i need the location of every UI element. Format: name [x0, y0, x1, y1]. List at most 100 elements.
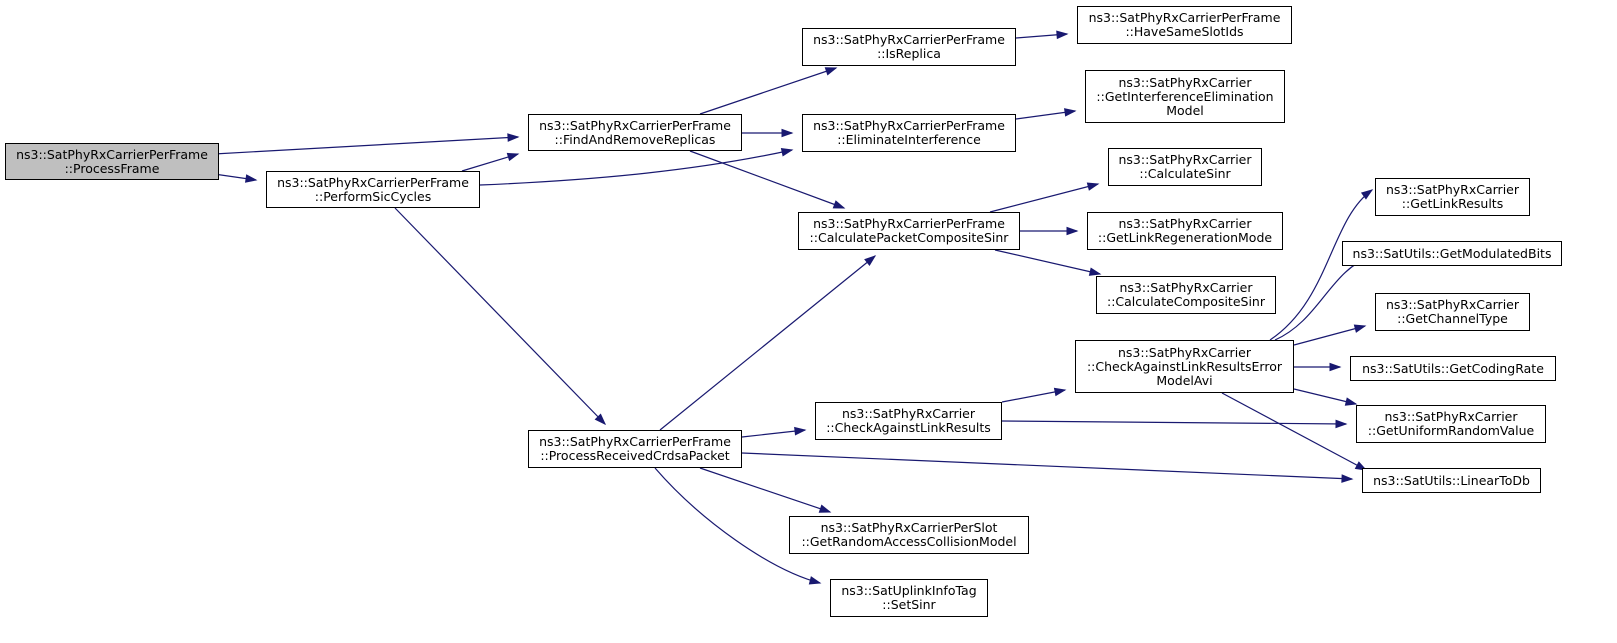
edge-22: [1293, 325, 1366, 346]
node-get-channel-type[interactable]: ns3::SatPhyRxCarrier::GetChannelType: [1375, 293, 1530, 331]
node-label-line: ::GetUniformRandomValue: [1367, 423, 1535, 438]
edge-arrowhead: [1086, 182, 1100, 191]
node-label-line: ModelAvi: [1156, 372, 1213, 388]
node-have-same-slot-ids[interactable]: ns3::SatPhyRxCarrierPerFrame::HaveSameSl…: [1077, 6, 1292, 44]
edge-19: [1001, 420, 1347, 425]
node-check-against-link-results-error-model-avi[interactable]: ns3::SatPhyRxCarrier::CheckAgainstLinkRe…: [1075, 340, 1294, 393]
node-label-line: ::PerformSicCycles: [314, 188, 432, 204]
node-label-line: ns3::SatPhyRxCarrierPerFrame: [1088, 10, 1281, 25]
edge-arrowhead: [1056, 30, 1069, 40]
edge-arrowhead: [824, 67, 838, 76]
node-label-line: ::CheckAgainstLinkResults: [826, 420, 991, 435]
node-label-line: ns3::SatPhyRxCarrierPerFrame: [539, 434, 731, 449]
edge-arrowhead: [244, 174, 258, 183]
node-label-line: ::EliminateInterference: [837, 132, 981, 147]
edge-arrowhead: [1064, 108, 1077, 117]
edge-arrowhead: [1053, 387, 1067, 397]
node-label-line: ::GetChannelType: [1397, 311, 1508, 326]
node-perform-sic-cycles[interactable]: ns3::SatPhyRxCarrierPerFrame::PerformSic…: [266, 171, 480, 208]
node-label-line: ns3::SatUtils::GetModulatedBits: [1352, 245, 1552, 261]
node-label-line: ::CheckAgainstLinkResultsError: [1086, 358, 1283, 374]
edge-arrowhead: [1066, 226, 1079, 236]
node-label-line: ns3::SatPhyRxCarrier: [1118, 74, 1252, 90]
edge-16: [699, 467, 831, 513]
node-label-line: ns3::SatPhyRxCarrierPerFrame: [16, 146, 208, 162]
edge-arrowhead: [1329, 362, 1342, 372]
edge-arrowhead: [1353, 324, 1367, 333]
node-label-line: ns3::SatPhyRxCarrier: [1119, 280, 1253, 295]
node-label-line: ::GetInterferenceElimination: [1096, 88, 1274, 104]
edge-14: [741, 429, 806, 438]
node-label-line: ::CalculateSinr: [1139, 166, 1231, 181]
node-get-link-regeneration-mode[interactable]: ns3::SatPhyRxCarrier::GetLinkRegeneratio…: [1087, 212, 1283, 250]
node-label-line: ns3::SatPhyRxCarrier: [1118, 216, 1252, 231]
node-label-line: ::GetLinkRegenerationMode: [1097, 230, 1273, 245]
edge-3: [479, 149, 793, 186]
node-process-received-crdsa-packet[interactable]: ns3::SatPhyRxCarrierPerFrame::ProcessRec…: [528, 430, 742, 468]
node-label-line: ::CalculatePacketCompositeSinr: [809, 230, 1009, 245]
node-set-sinr[interactable]: ns3::SatUplinkInfoTag::SetSinr: [830, 579, 988, 617]
edge-4: [394, 207, 606, 425]
edge-arrowhead: [507, 133, 520, 142]
node-calculate-packet-composite-sinr[interactable]: ns3::SatPhyRxCarrierPerFrame::CalculateP…: [798, 212, 1020, 250]
node-label-line: ns3::SatUtils::GetCodingRate: [1362, 360, 1544, 376]
node-label-line: ::SetSinr: [882, 597, 936, 612]
edge-arrowhead: [832, 200, 846, 209]
node-calculate-sinr[interactable]: ns3::SatPhyRxCarrier::CalculateSinr: [1108, 148, 1262, 186]
node-label-line: ::CalculateCompositeSinr: [1107, 294, 1265, 309]
edge-10: [989, 183, 1099, 213]
node-process-frame: ns3::SatPhyRxCarrierPerFrame::ProcessFra…: [5, 143, 219, 180]
node-label-line: ns3::SatPhyRxCarrierPerFrame: [813, 216, 1005, 231]
edge-5: [699, 67, 837, 115]
node-label-line: ns3::SatUtils::LinearToDb: [1373, 472, 1530, 488]
node-check-against-link-results[interactable]: ns3::SatPhyRxCarrier::CheckAgainstLinkRe…: [815, 402, 1002, 440]
edge-arrowhead: [1341, 474, 1354, 483]
edge-24: [1293, 388, 1357, 405]
node-label-line: ns3::SatPhyRxCarrierPerFrame: [277, 174, 469, 190]
edge-18: [1001, 389, 1066, 403]
edge-arrowhead: [864, 255, 877, 266]
edge-arrowhead: [781, 128, 794, 138]
edge-arrowhead: [506, 152, 520, 162]
node-label-line: ns3::SatPhyRxCarrier: [1118, 344, 1251, 360]
edge-17: [654, 467, 821, 584]
node-label-line: ns3::SatPhyRxCarrier: [1118, 152, 1252, 167]
node-linear-to-db[interactable]: ns3::SatUtils::LinearToDb: [1362, 468, 1541, 493]
node-get-coding-rate[interactable]: ns3::SatUtils::GetCodingRate: [1350, 356, 1556, 381]
node-eliminate-interference[interactable]: ns3::SatPhyRxCarrierPerFrame::EliminateI…: [802, 114, 1016, 152]
node-get-interference-elimination-model[interactable]: ns3::SatPhyRxCarrier::GetInterferenceEli…: [1085, 70, 1285, 123]
node-get-uniform-random-value[interactable]: ns3::SatPhyRxCarrier::GetUniformRandomVa…: [1356, 405, 1546, 443]
node-calculate-composite-sinr[interactable]: ns3::SatPhyRxCarrier::CalculateComposite…: [1096, 276, 1276, 314]
node-get-modulated-bits[interactable]: ns3::SatUtils::GetModulatedBits: [1342, 241, 1562, 266]
node-label-line: ::FindAndRemoveReplicas: [554, 131, 716, 147]
edge-arrowhead: [594, 413, 607, 426]
edge-arrowhead: [808, 576, 822, 585]
node-is-replica[interactable]: ns3::SatPhyRxCarrierPerFrame::IsReplica: [802, 28, 1016, 66]
edge-arrowhead: [780, 148, 794, 157]
node-label-line: ::GetLinkResults: [1401, 196, 1504, 211]
node-get-link-results[interactable]: ns3::SatPhyRxCarrier::GetLinkResults: [1375, 178, 1530, 216]
node-label-line: ::GetRandomAccessCollisionModel: [801, 534, 1017, 549]
node-label-line: ::ProcessFrame: [64, 160, 160, 176]
edge-12: [994, 249, 1101, 275]
node-label-line: ns3::SatPhyRxCarrier: [842, 406, 975, 421]
node-label-line: ns3::SatPhyRxCarrierPerSlot: [820, 520, 998, 535]
edge-arrowhead: [1335, 419, 1348, 429]
edge-0: [213, 136, 519, 155]
node-get-random-access-collision-model[interactable]: ns3::SatPhyRxCarrierPerSlot::GetRandomAc…: [789, 516, 1029, 554]
node-find-and-remove-replicas[interactable]: ns3::SatPhyRxCarrierPerFrame::FindAndRem…: [528, 114, 742, 151]
node-label-line: ::IsReplica: [877, 46, 941, 61]
edge-7: [689, 150, 845, 209]
edge-arrowhead: [1344, 397, 1358, 406]
edge-arrowhead: [818, 504, 832, 513]
edge-20: [1269, 189, 1373, 341]
edge-15: [741, 452, 1353, 480]
node-label-line: ns3::SatPhyRxCarrierPerFrame: [813, 32, 1005, 47]
edge-13: [659, 255, 876, 431]
node-label-line: Model: [1166, 102, 1204, 118]
edge-arrowhead: [1088, 267, 1102, 276]
node-label-line: ns3::SatPhyRxCarrier: [1386, 182, 1519, 197]
node-label-line: ::ProcessReceivedCrdsaPacket: [540, 448, 730, 463]
